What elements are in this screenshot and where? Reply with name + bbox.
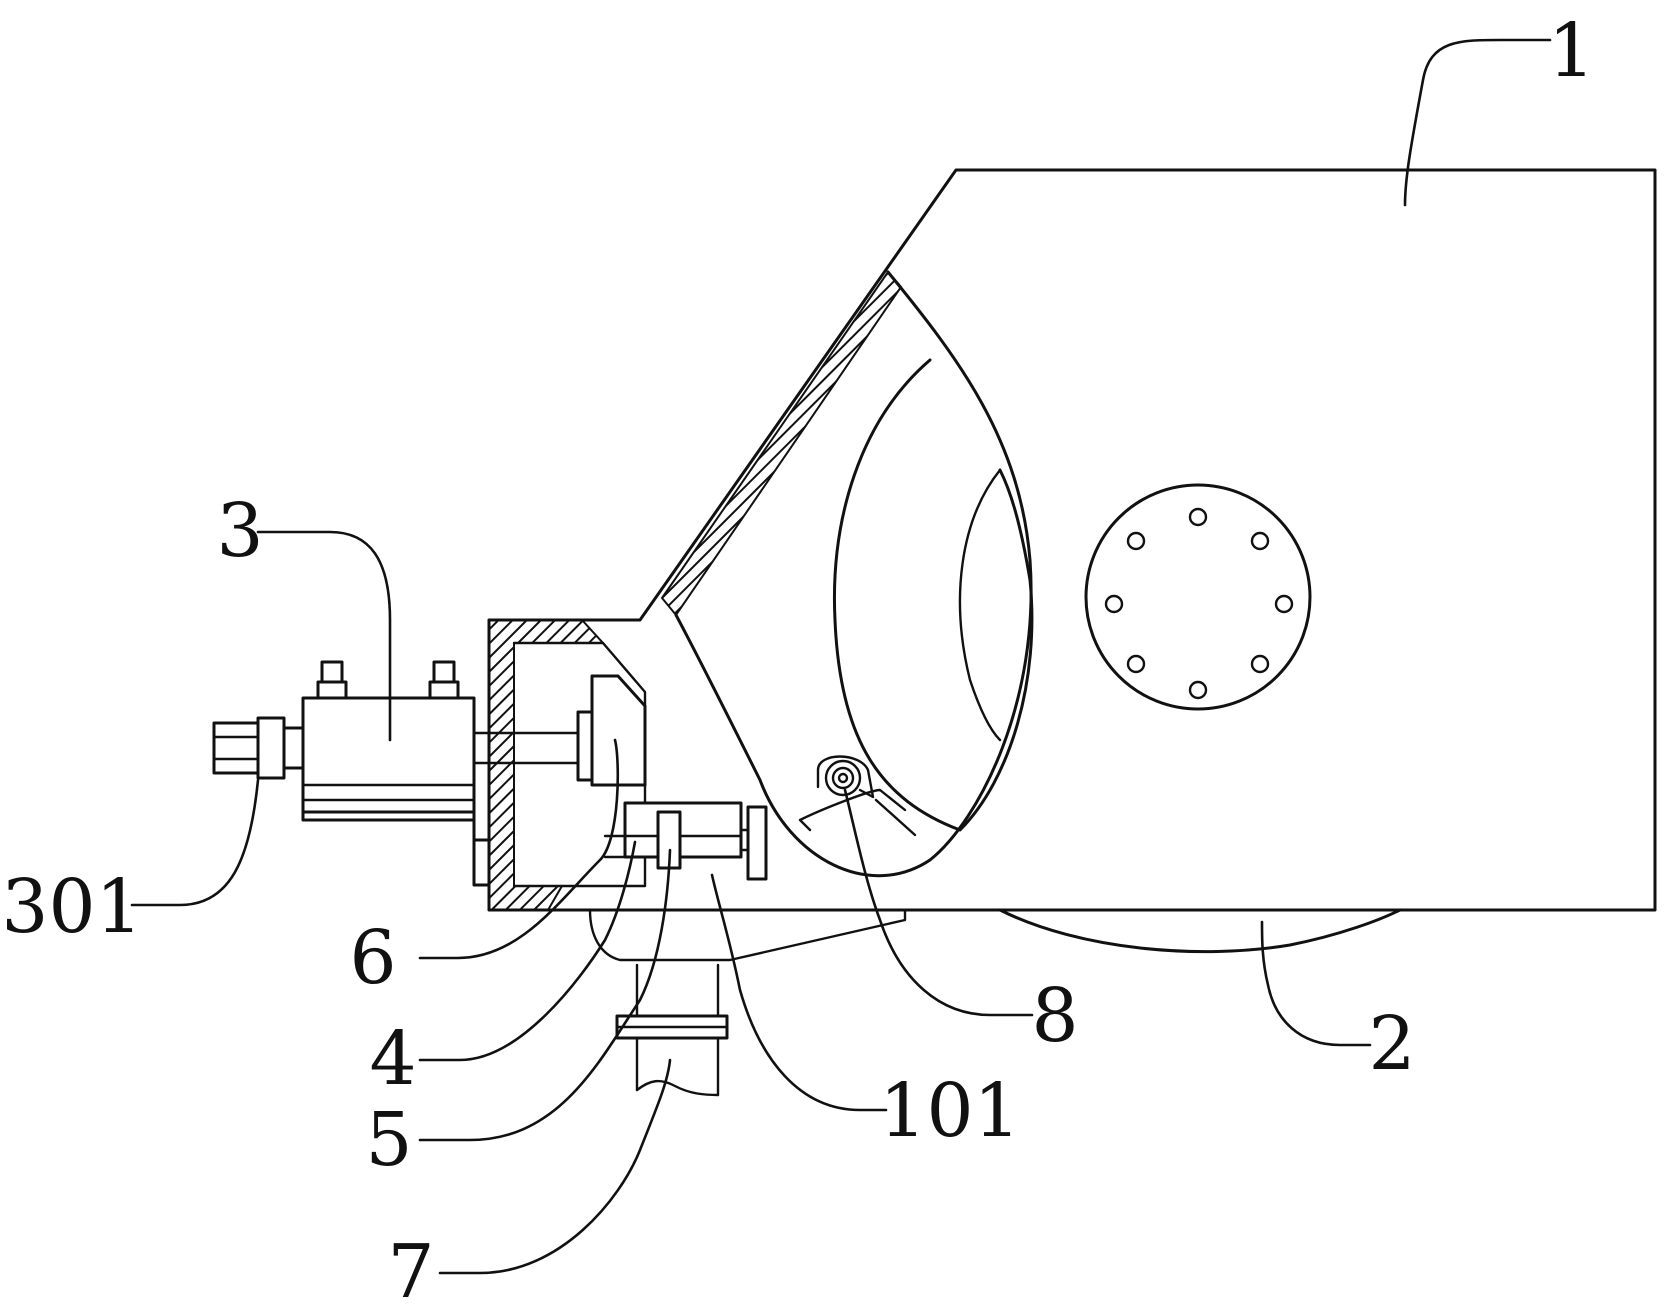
label-2: 2 <box>1368 1001 1415 1087</box>
label-3: 3 <box>216 488 263 574</box>
leader-5 <box>418 848 672 1142</box>
slider-end-cap <box>746 805 768 881</box>
bracket-cavity <box>512 641 647 888</box>
flange-bolt-holes <box>1104 507 1294 700</box>
flange-disk <box>1084 483 1312 711</box>
label-8: 8 <box>1031 973 1078 1059</box>
label-301: 301 <box>1 864 142 950</box>
piston-head <box>576 710 594 782</box>
leader-7 <box>438 1058 672 1275</box>
leader-101 <box>710 873 888 1112</box>
lower-guide-plate <box>588 908 907 962</box>
piston-block <box>590 674 647 787</box>
vertical-shaft <box>615 963 729 1097</box>
leader-1 <box>1403 38 1552 207</box>
label-101: 101 <box>879 1068 1020 1154</box>
pivot-bolt <box>816 755 875 799</box>
rotor-assembly <box>674 270 1034 878</box>
lower-segment <box>998 908 1402 954</box>
actuator-assembly <box>212 660 647 887</box>
leader-lines <box>130 38 1552 1275</box>
label-4: 4 <box>369 1016 416 1102</box>
leader-6 <box>418 738 620 960</box>
slider-housing <box>623 801 743 859</box>
leader-4 <box>418 840 637 1062</box>
actuator-foot <box>301 810 491 887</box>
hatched-sloped-wall <box>660 270 903 617</box>
leader-8 <box>843 788 1034 1017</box>
label-1: 1 <box>1548 8 1595 94</box>
actuator-body <box>301 696 476 814</box>
label-7: 7 <box>387 1229 434 1309</box>
leader-301 <box>130 778 260 907</box>
slider-assembly <box>603 801 768 881</box>
main-body <box>487 168 1657 912</box>
leader-3 <box>256 530 392 742</box>
reference-labels: 1 3 301 6 4 5 7 101 8 2 <box>1 8 1595 1309</box>
actuator-nut <box>212 721 260 775</box>
label-5: 5 <box>365 1097 412 1183</box>
label-6: 6 <box>349 915 396 1001</box>
leader-2 <box>1260 920 1372 1047</box>
